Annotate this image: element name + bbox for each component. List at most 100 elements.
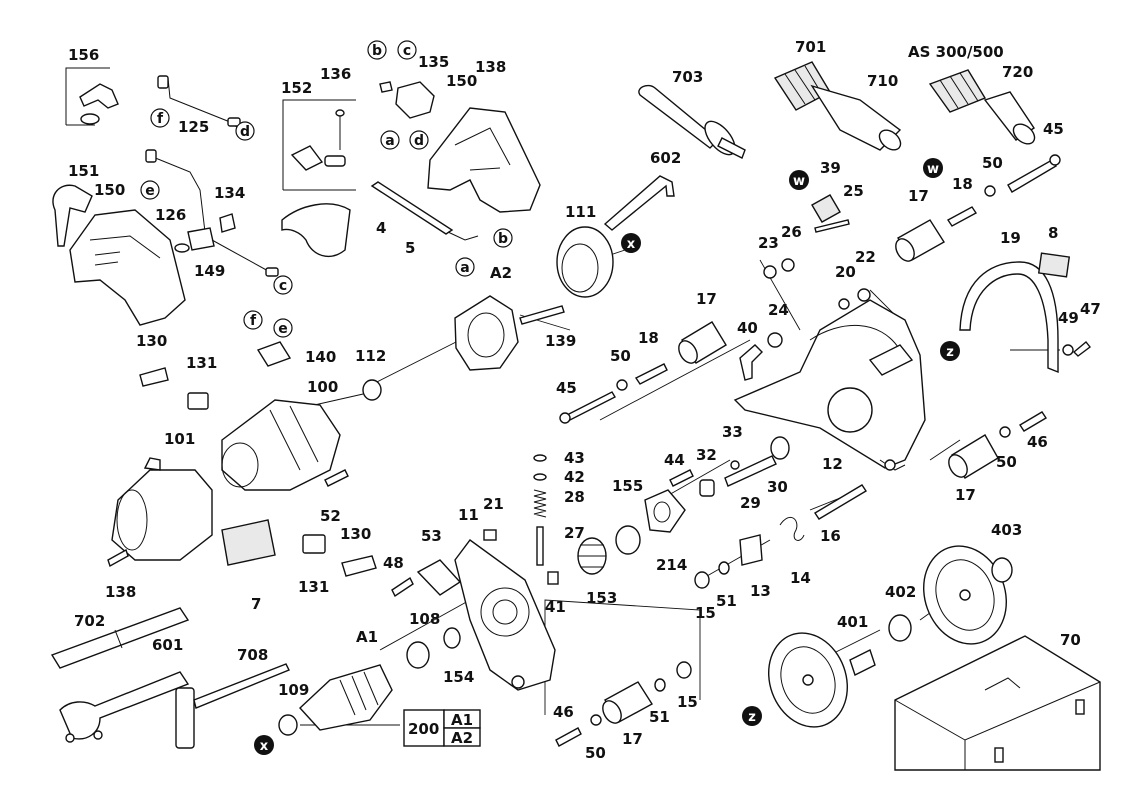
label-602: 602 (650, 149, 681, 167)
part-50-washer-bottom (590, 714, 602, 726)
part-13-plate (739, 534, 763, 566)
label-21: 21 (483, 495, 504, 513)
label-139: 139 (545, 332, 576, 350)
part-15-bearing-bottom (676, 661, 692, 679)
part-18-pin-top (946, 206, 978, 227)
svg-text:z: z (748, 710, 756, 725)
svg-text:c: c (279, 278, 287, 294)
label-151: 151 (68, 162, 99, 180)
svg-text:x: x (627, 237, 636, 252)
svg-text:b: b (498, 231, 508, 247)
diagram-title: AS 300/500 (908, 43, 1004, 61)
circle-letter-a1: a (380, 130, 400, 150)
label-708: 708 (237, 646, 268, 664)
label-33: 33 (722, 423, 743, 441)
circle-letter-e2: e (273, 318, 293, 338)
label-101: 101 (164, 430, 195, 448)
label-32: 32 (696, 446, 717, 464)
part-33-ball (730, 460, 740, 470)
part-100-stator (221, 399, 341, 491)
part-41-bushing (547, 571, 559, 585)
label-403: 403 (991, 521, 1022, 539)
label-50c: 50 (610, 347, 631, 365)
label-47: 47 (1080, 300, 1101, 318)
part-50-washer-mid (616, 379, 628, 391)
label-15b: 15 (677, 693, 698, 711)
part-26-nut (781, 258, 795, 272)
label-200: 200 (408, 720, 439, 738)
label-28: 28 (564, 488, 585, 506)
label-100: 100 (307, 378, 338, 396)
svg-text:a: a (385, 133, 394, 149)
label-17b: 17 (955, 486, 976, 504)
label-136: 136 (320, 65, 351, 83)
part-601-spanner (59, 671, 190, 743)
part-708-hex-key (175, 663, 290, 749)
label-17c: 17 (696, 290, 717, 308)
label-131b: 131 (298, 578, 329, 596)
part-703-side-handle (638, 84, 746, 159)
part-17-roller-right (948, 434, 999, 479)
circle-letter-c1: c (397, 40, 417, 60)
label-710: 710 (867, 72, 898, 90)
part-130-brush-bottom (341, 555, 377, 577)
part-8-label (1037, 252, 1071, 278)
part-214-oring (615, 525, 641, 555)
part-720-adapter (928, 69, 1036, 145)
label-126: 126 (155, 206, 186, 224)
label-22: 22 (855, 248, 876, 266)
part-108-bearing (406, 641, 430, 669)
badge-z1: z (940, 341, 960, 361)
label-A2: A2 (490, 264, 512, 282)
part-40-lever (739, 344, 763, 381)
part-17-roller-mid (678, 321, 727, 364)
label-42: 42 (564, 468, 585, 486)
svg-text:c: c (403, 43, 411, 59)
badge-z2: z (742, 706, 762, 726)
label-A2-box: A2 (451, 729, 473, 747)
label-48: 48 (383, 554, 404, 572)
circle-letter-e1: e (140, 180, 160, 200)
badge-x1: x (621, 233, 641, 253)
part-403-nut (991, 557, 1013, 583)
label-70: 70 (1060, 631, 1081, 649)
part-151-handle (52, 184, 93, 247)
part-154-oring (443, 627, 461, 649)
label-53: 53 (421, 527, 442, 545)
part-15-bearing-upper (694, 571, 710, 589)
label-17a: 17 (908, 187, 929, 205)
part-A1-armature (278, 664, 393, 736)
svg-text:d: d (414, 133, 424, 149)
part-701-hose (773, 61, 902, 151)
part-22-nut (857, 288, 871, 302)
label-24: 24 (768, 301, 789, 319)
label-18b: 18 (638, 329, 659, 347)
part-403-blade-back (923, 545, 1007, 645)
label-17d: 17 (622, 730, 643, 748)
label-5: 5 (405, 239, 415, 257)
label-112: 112 (355, 347, 386, 365)
label-138b: 138 (105, 583, 136, 601)
part-17-roller-bottom (602, 681, 653, 724)
label-45a: 45 (1043, 120, 1064, 138)
circle-letter-f1: f (150, 108, 170, 128)
part-135-switch (379, 81, 435, 119)
label-12: 12 (822, 455, 843, 473)
part-153-gear (577, 537, 607, 575)
label-18a: 18 (952, 175, 973, 193)
label-14: 14 (790, 569, 811, 587)
svg-text:f: f (157, 111, 164, 127)
label-23: 23 (758, 234, 779, 252)
label-A1: A1 (356, 628, 378, 646)
part-39-block (811, 194, 841, 223)
part-46-screw-bottom (555, 727, 582, 747)
part-32-cam (699, 479, 715, 497)
part-49-washer (1062, 344, 1074, 356)
label-149: 149 (194, 262, 225, 280)
part-30-knob (770, 436, 790, 460)
svg-text:x: x (260, 739, 269, 754)
part-23-nut (763, 265, 777, 279)
part-156-switch-lever (65, 67, 119, 126)
part-48-screw (391, 576, 414, 598)
part-602-hex-key (603, 175, 675, 231)
